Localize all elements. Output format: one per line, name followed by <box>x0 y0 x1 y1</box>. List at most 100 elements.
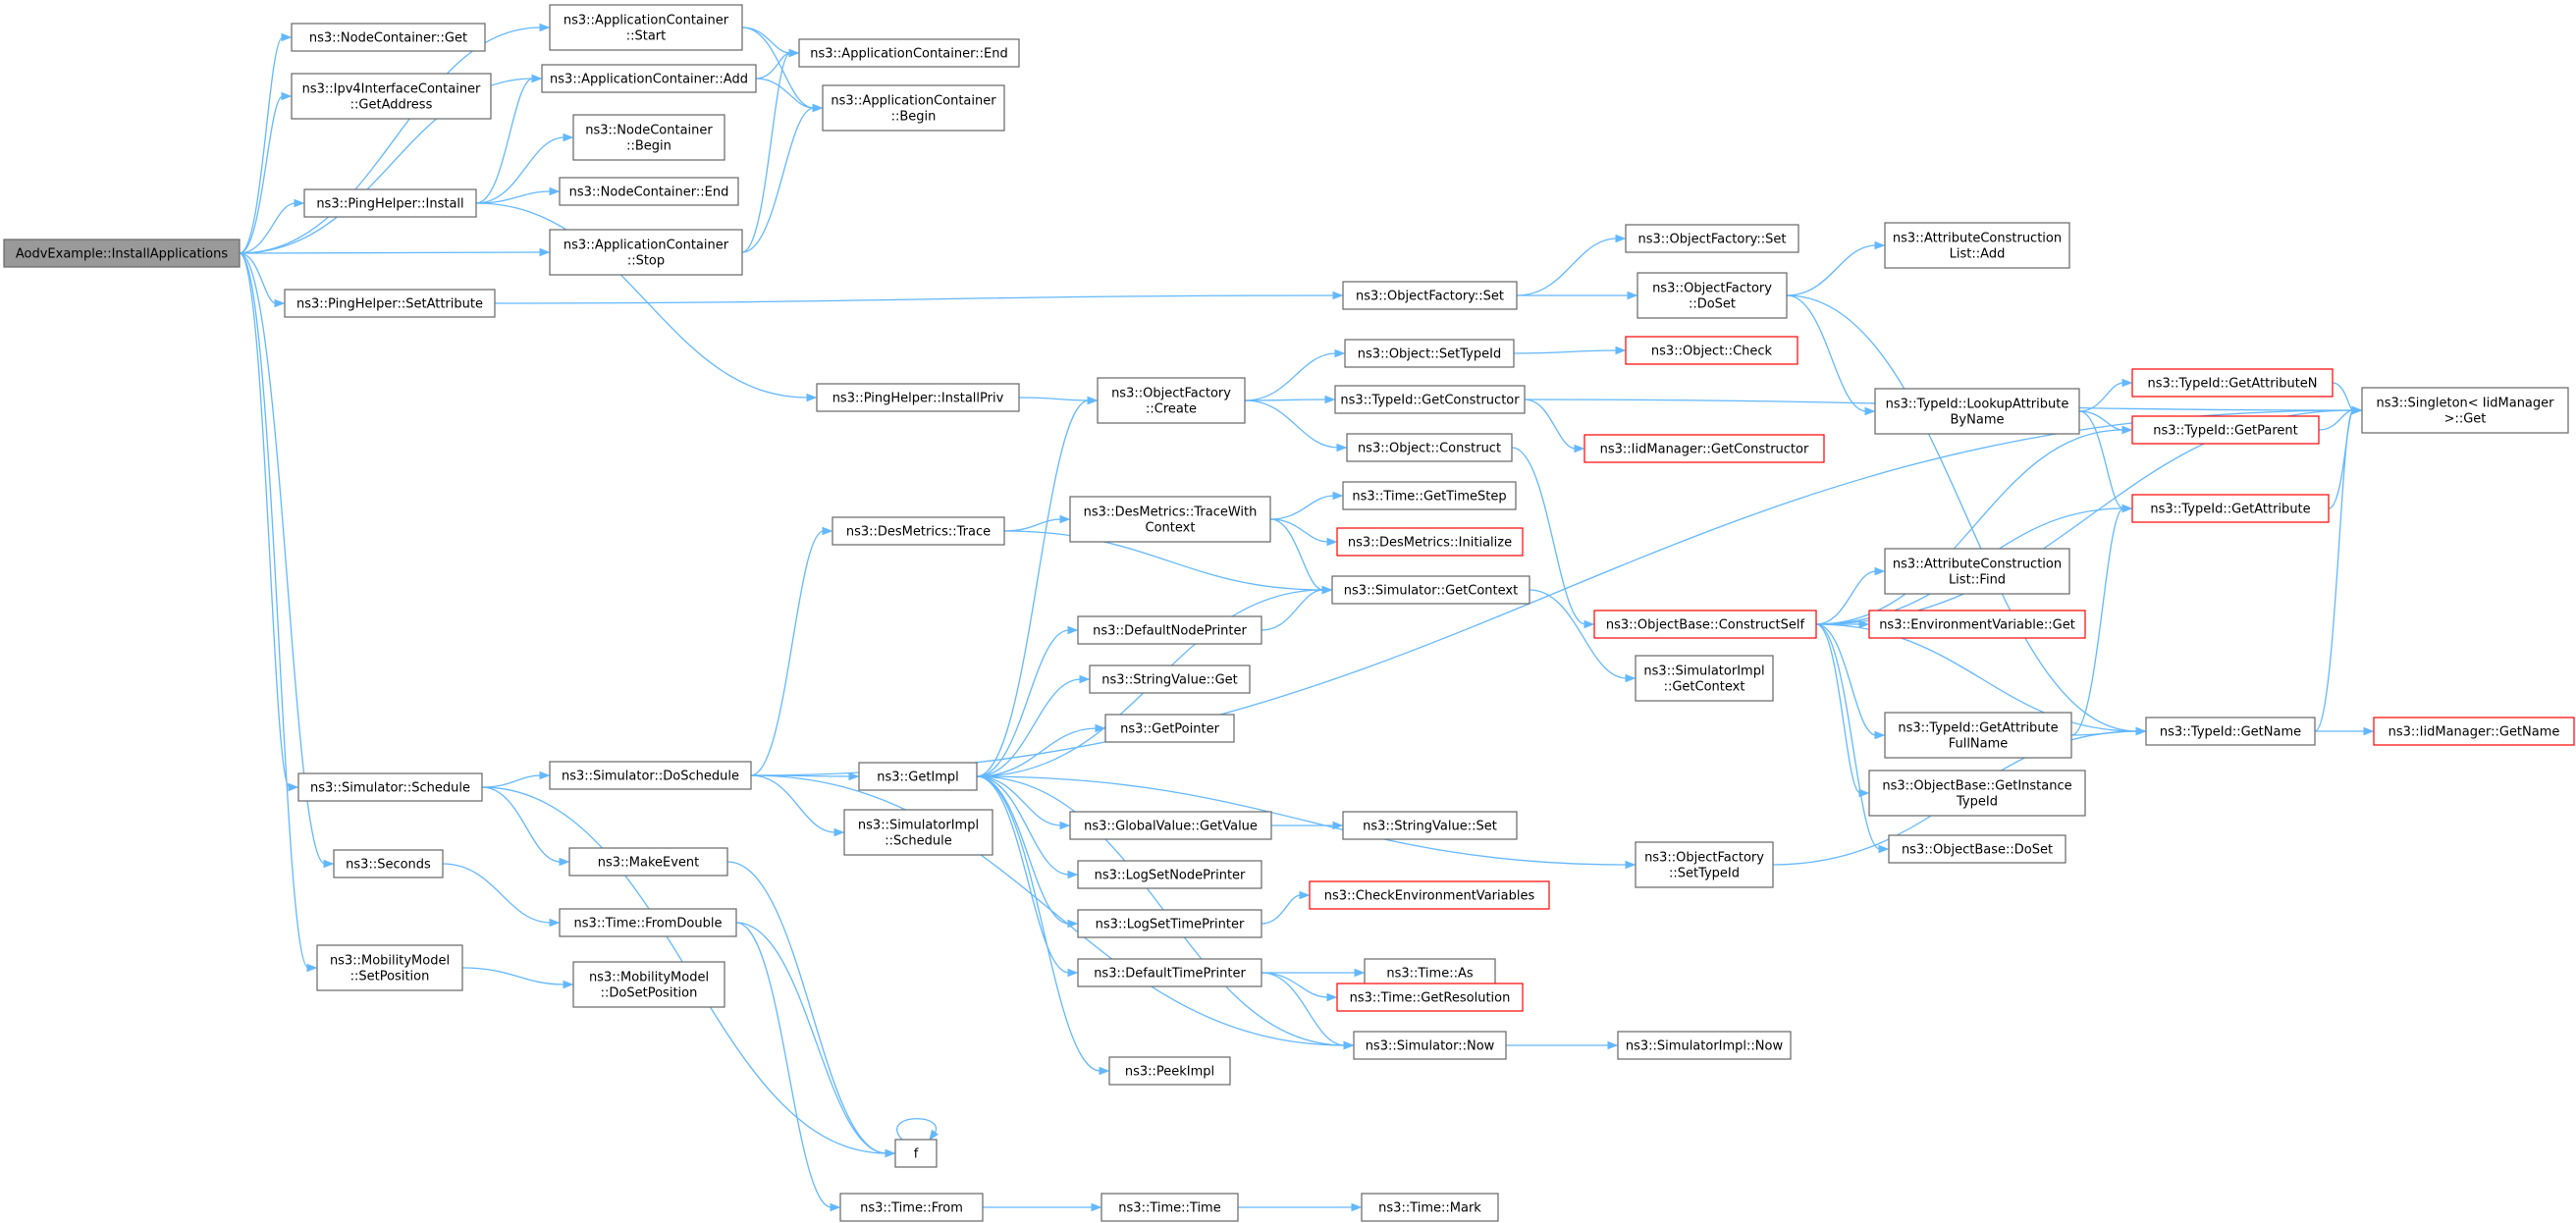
node-mm-do-set-pos[interactable]: ns3::MobilityModel::DoSetPosition <box>572 961 725 1008</box>
node-def-node-printer[interactable]: ns3::DefaultNodePrinter <box>1077 615 1262 645</box>
node-str-val-get[interactable]: ns3::StringValue::Get <box>1089 665 1251 694</box>
node-sim-schedule[interactable]: ns3::Simulator::Schedule <box>297 772 483 802</box>
node-label: ns3::Object::Construct <box>1358 442 1501 456</box>
node-sim-impl-schedule[interactable]: ns3::SimulatorImpl::Schedule <box>843 809 993 856</box>
node-box <box>1331 575 1530 605</box>
node-tid-get-parent[interactable]: ns3::TypeId::GetParent <box>2131 415 2320 445</box>
node-time-get-res[interactable]: ns3::Time::GetResolution <box>1336 983 1524 1012</box>
node-label: ns3::TypeId::GetAttribute <box>2150 503 2310 517</box>
node-seconds[interactable]: ns3::Seconds <box>333 849 444 878</box>
node-ac-stop[interactable]: ns3::ApplicationContainer::Stop <box>549 229 743 276</box>
node-box <box>2131 415 2320 445</box>
node-get-pointer[interactable]: ns3::GetPointer <box>1104 714 1235 743</box>
node-time-from[interactable]: ns3::Time::From <box>839 1193 984 1222</box>
node-label: ns3::Object::SetTypeId <box>1358 347 1501 362</box>
node-ac-begin[interactable]: ns3::ApplicationContainer::Begin <box>822 84 1005 132</box>
node-ipv4-get[interactable]: ns3::Ipv4InterfaceContainer::GetAddress <box>291 73 492 120</box>
edge-arrowhead <box>1625 860 1637 870</box>
node-time-as[interactable]: ns3::Time::As <box>1364 958 1496 987</box>
node-mm-set-pos[interactable]: ns3::MobilityModel::SetPosition <box>316 944 463 991</box>
node-of-set2[interactable]: ns3::ObjectFactory::Set <box>1625 224 1799 253</box>
edge-f-to-f <box>896 1118 938 1141</box>
node-label: Context <box>1146 521 1196 536</box>
edge-arrowhead <box>1336 443 1348 452</box>
node-get-impl[interactable]: ns3::GetImpl <box>858 762 978 791</box>
edge-arrowhead <box>1615 346 1627 355</box>
node-box <box>559 177 739 206</box>
node-box <box>1583 434 1825 463</box>
node-ob-do-set[interactable]: ns3::ObjectBase::DoSet <box>1888 834 2066 864</box>
node-ob-construct-self[interactable]: ns3::ObjectBase::ConstructSelf <box>1593 610 1817 639</box>
node-peek-impl[interactable]: ns3::PeekImpl <box>1108 1056 1231 1086</box>
node-str-val-set[interactable]: ns3::StringValue::Set <box>1342 811 1518 840</box>
node-sim-do-schedule[interactable]: ns3::Simulator::DoSchedule <box>549 761 752 790</box>
node-obj-construct[interactable]: ns3::Object::Construct <box>1346 433 1513 462</box>
node-ac-add[interactable]: ns3::ApplicationContainer::Add <box>541 64 757 93</box>
node-env-get[interactable]: ns3::EnvironmentVariable::Get <box>1868 610 2086 639</box>
node-check-env[interactable]: ns3::CheckEnvironmentVariables <box>1309 880 1550 910</box>
edge-arrowhead <box>1574 444 1585 453</box>
node-f[interactable]: f <box>894 1139 938 1168</box>
node-of-do-set[interactable]: ns3::ObjectFactory::DoSet <box>1637 272 1788 319</box>
node-tid-get-name[interactable]: ns3::TypeId::GetName <box>2145 717 2316 746</box>
node-tid-get-attr-n[interactable]: ns3::TypeId::GetAttributeN <box>2131 368 2334 398</box>
node-ph-set-attr[interactable]: ns3::PingHelper::SetAttribute <box>284 289 496 318</box>
node-label: ns3::ObjectFactory <box>1111 387 1231 401</box>
node-label: ns3::CheckEnvironmentVariables <box>1324 889 1535 904</box>
node-time-mark[interactable]: ns3::Time::Mark <box>1361 1193 1499 1222</box>
edge-arrowhead <box>833 827 845 837</box>
node-iid-get-name[interactable]: ns3::IidManager::GetName <box>2373 717 2575 746</box>
node-nc-begin[interactable]: ns3::NodeContainer::Begin <box>572 114 725 161</box>
node-log-set-node[interactable]: ns3::LogSetNodePrinter <box>1077 860 1262 889</box>
node-label: ns3::PingHelper::InstallPriv <box>832 392 1004 406</box>
node-def-time-printer[interactable]: ns3::DefaultTimePrinter <box>1077 958 1262 987</box>
edge-sim-do-schedule-to-sim-impl-schedule <box>750 774 836 833</box>
node-sim-now[interactable]: ns3::Simulator::Now <box>1353 1031 1507 1060</box>
node-label: ns3::IidManager::GetName <box>2388 725 2560 740</box>
node-box <box>1342 281 1518 310</box>
node-singleton-get[interactable]: ns3::Singleton< IidManager>::Get <box>2361 387 2569 434</box>
node-label: ns3::SimulatorImpl::Now <box>1626 1039 1784 1054</box>
node-of-set[interactable]: ns3::ObjectFactory::Set <box>1342 281 1518 310</box>
edge-arrowhead <box>1334 348 1346 358</box>
node-obj-set-type-id[interactable]: ns3::Object::SetTypeId <box>1344 339 1515 368</box>
edge-des-trace-to-des-trace-with <box>1003 518 1062 532</box>
node-gv-get-value[interactable]: ns3::GlobalValue::GetValue <box>1069 811 1272 840</box>
node-tid-get-ctor[interactable]: ns3::TypeId::GetConstructor <box>1334 385 1526 414</box>
node-time-from-double[interactable]: ns3::Time::FromDouble <box>559 908 737 937</box>
node-sim-impl-now[interactable]: ns3::SimulatorImpl::Now <box>1617 1031 1792 1060</box>
node-log-set-time[interactable]: ns3::LogSetTimePrinter <box>1077 909 1262 938</box>
node-des-init[interactable]: ns3::DesMetrics::Initialize <box>1336 527 1524 557</box>
node-des-trace[interactable]: ns3::DesMetrics::Trace <box>832 516 1005 546</box>
node-of-set-type-id[interactable]: ns3::ObjectFactory::SetTypeId <box>1635 841 1774 888</box>
node-ac-end[interactable]: ns3::ApplicationContainer::End <box>798 38 1020 68</box>
node-of-create[interactable]: ns3::ObjectFactory::Create <box>1097 377 1246 424</box>
node-root[interactable]: AodvExample::InstallApplications <box>3 239 241 268</box>
edge-arrowhead <box>563 980 574 989</box>
node-make-event[interactable]: ns3::MakeEvent <box>568 847 728 877</box>
node-nc-end[interactable]: ns3::NodeContainer::End <box>559 177 739 206</box>
node-ac-start[interactable]: ns3::ApplicationContainer::Start <box>549 4 743 51</box>
edge-arrowhead <box>1583 619 1595 629</box>
node-nc-get[interactable]: ns3::NodeContainer::Get <box>291 23 486 52</box>
node-iid-get-ctor[interactable]: ns3::IidManager::GetConstructor <box>1583 434 1825 463</box>
node-label: ns3::StringValue::Set <box>1363 820 1497 834</box>
node-sim-get-context[interactable]: ns3::Simulator::GetContext <box>1331 575 1530 605</box>
edge-arrowhead <box>294 198 305 208</box>
node-box <box>1342 481 1517 510</box>
edge-root-to-ph-install <box>239 202 296 254</box>
node-label: ns3::ApplicationContainer::Add <box>550 73 748 87</box>
node-ph-install[interactable]: ns3::PingHelper::Install <box>303 188 477 218</box>
node-sim-impl-get-ctx[interactable]: ns3::SimulatorImpl::GetContext <box>1635 655 1774 702</box>
node-ph-install-priv[interactable]: ns3::PingHelper::InstallPriv <box>816 383 1020 412</box>
node-time-time[interactable]: ns3::Time::Time <box>1100 1193 1239 1222</box>
node-obj-check[interactable]: ns3::Object::Check <box>1625 336 1798 365</box>
node-tid-get-attr[interactable]: ns3::TypeId::GetAttribute <box>2131 494 2330 523</box>
node-time-get-step[interactable]: ns3::Time::GetTimeStep <box>1342 481 1517 510</box>
